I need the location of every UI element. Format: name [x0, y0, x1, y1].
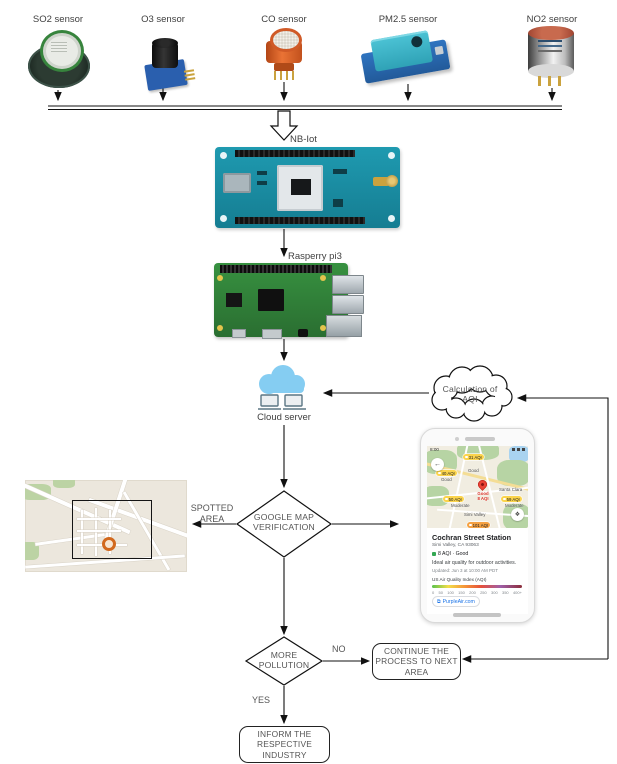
map-label: Simi Valley [464, 512, 486, 517]
phone-camera-icon [455, 437, 459, 441]
calculation-aqi-cloud [431, 365, 513, 422]
raspberry-label: Rasperry pi3 [288, 251, 342, 262]
map-label: Santa Clara [499, 487, 523, 492]
cloud-server-icon [258, 365, 306, 410]
flow-arrows [191, 229, 609, 725]
spotted-area-map-photo [25, 480, 187, 572]
map-label: Good [441, 477, 452, 482]
map-label: Good [468, 468, 479, 473]
aqi-description: Ideal air quality for outdoor activities… [432, 560, 517, 566]
map-highlight-frame [72, 500, 152, 559]
sensor-label-co: CO sensor [261, 14, 307, 25]
yes-label: YES [252, 695, 271, 705]
phone-map: 8:00 ← ❖ 31 AQI 40 AQI 50 AQI 59 AQI 101… [427, 446, 528, 528]
aqi-badge: 31 AQI [463, 454, 484, 460]
layers-icon: ❖ [514, 512, 521, 518]
index-title: US Air Quality Index (AQI) [432, 577, 487, 582]
aqi-status: 8 AQI · Good [432, 551, 468, 557]
no-label: NO [332, 644, 346, 654]
google-map-verification-diamond [235, 490, 333, 558]
o3-sensor-photo [142, 36, 195, 92]
station-location: Simi Valley, CA 93063 [432, 543, 479, 548]
map-label: Moderate [505, 503, 524, 508]
nbiot-board-photo [215, 147, 400, 228]
cloud-server-label: Cloud server [257, 412, 311, 423]
phone-mockup: 8:00 ← ❖ 31 AQI 40 AQI 50 AQI 59 AQI 101… [420, 428, 535, 623]
aqi-dot-icon [432, 552, 436, 556]
aqi-badge: 101 AQI [467, 522, 491, 528]
sensor-label-no2: NO2 sensor [526, 14, 578, 25]
inform-box: INFORM THE RESPECTIVE INDUSTRY [239, 726, 330, 763]
no2-sensor-photo [526, 26, 576, 88]
back-icon: ← [434, 461, 441, 468]
back-button[interactable]: ← [431, 458, 444, 471]
bus-line [48, 105, 562, 110]
external-link-icon: ⧉ [437, 598, 441, 605]
so2-sensor-photo [28, 30, 90, 88]
updated-text: Updated: Jun 3 at 10:00 AM PDT [432, 568, 499, 573]
aqi-badge: 40 AQI [436, 470, 457, 476]
station-panel: Cochran Street Station Simi Valley, CA 9… [427, 528, 528, 614]
continue-box: CONTINUE THE PROCESS TO NEXT AREA [372, 643, 461, 680]
raspberry-pi-photo [214, 263, 364, 339]
station-name: Cochran Street Station [432, 533, 512, 542]
phone-speaker [465, 437, 495, 441]
phone-statusbar: 8:00 [427, 446, 528, 453]
sensor-label-pm25: PM2.5 sensor [378, 14, 438, 25]
home-indicator [453, 613, 501, 617]
phone-screen: 8:00 ← ❖ 31 AQI 40 AQI 50 AQI 59 AQI 101… [427, 446, 528, 614]
sensor-label-so2: SO2 sensor [32, 14, 84, 25]
aqi-badge: 59 AQI [501, 496, 522, 502]
co-sensor-photo [262, 28, 306, 82]
more-pollution-diamond [244, 636, 324, 686]
sensor-arrows [54, 82, 556, 102]
layers-button[interactable]: ❖ [511, 508, 524, 521]
map-marker-icon [102, 537, 116, 551]
hollow-arrow-icon [269, 110, 299, 141]
nbiot-label: NB-Iot [290, 134, 317, 145]
sensor-label-o3: O3 sensor [141, 14, 185, 25]
purpleair-link[interactable]: ⧉ PurpleAir.com [432, 596, 480, 607]
status-icons [522, 448, 525, 451]
aqi-badge: 50 AQI [443, 496, 464, 502]
map-label: Moderate [451, 503, 470, 508]
aqi-gradient-bar [432, 585, 522, 588]
status-time: 8:00 [430, 447, 439, 452]
